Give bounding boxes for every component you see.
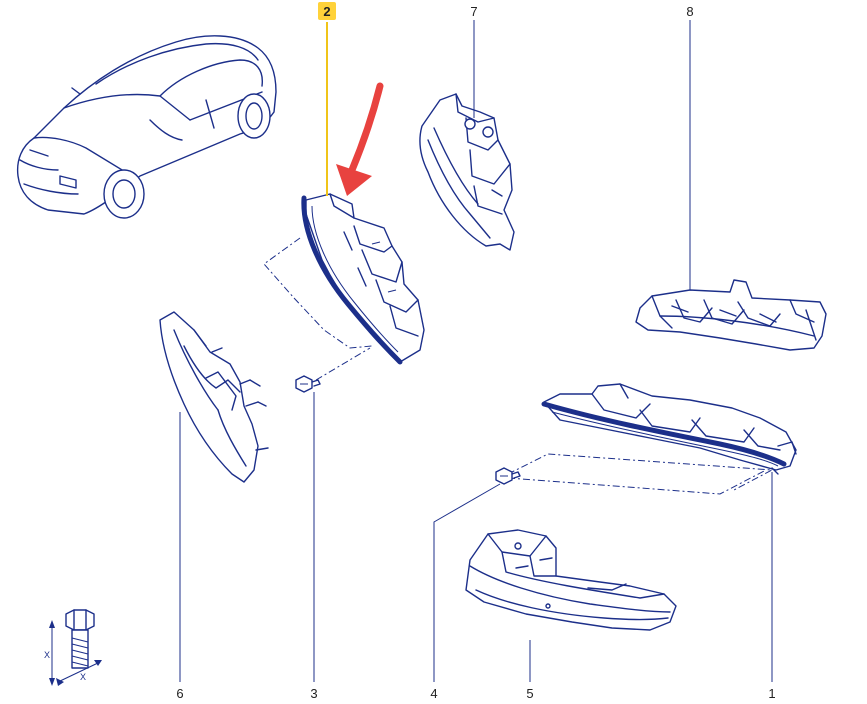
callout-part-7[interactable]: 7 [470, 4, 477, 19]
mounting-line-part-1 [507, 453, 774, 491]
callout-part-2[interactable]: 2 [318, 2, 336, 20]
red-arrow-indicator [336, 82, 384, 196]
dimension-line-bottom [57, 661, 101, 683]
part-6-trim-bracket[interactable] [159, 311, 269, 483]
mounting-line-part-2-bottom [293, 297, 373, 349]
leader-part-4 [433, 483, 501, 682]
part-4-screw[interactable] [495, 467, 521, 485]
dimension-label-left: X [44, 650, 50, 660]
part-1-light-assembly[interactable] [541, 383, 797, 475]
callout-part-1[interactable]: 1 [768, 686, 775, 701]
bolt-torque-legend: X X [44, 609, 102, 686]
part-8-light-unit[interactable] [635, 279, 827, 351]
part-2-light-assembly[interactable] [301, 193, 425, 365]
part-7-light-housing[interactable] [419, 93, 515, 251]
vehicle-overview [16, 35, 277, 219]
callout-part-4[interactable]: 4 [430, 686, 437, 701]
callout-part-6[interactable]: 6 [176, 686, 183, 701]
part-3-screw[interactable] [295, 375, 321, 393]
svg-text:2: 2 [323, 4, 330, 19]
callout-part-8[interactable]: 8 [686, 4, 693, 19]
mounting-line-part-2-screw [315, 347, 371, 381]
callout-part-3[interactable]: 3 [310, 686, 317, 701]
dimension-label-bottom: X [80, 672, 86, 682]
part-5-bracket[interactable] [465, 529, 677, 631]
mounting-line-part-1-bottom [507, 469, 767, 495]
mounting-line-part-2-top [263, 237, 301, 299]
callout-part-5[interactable]: 5 [526, 686, 533, 701]
